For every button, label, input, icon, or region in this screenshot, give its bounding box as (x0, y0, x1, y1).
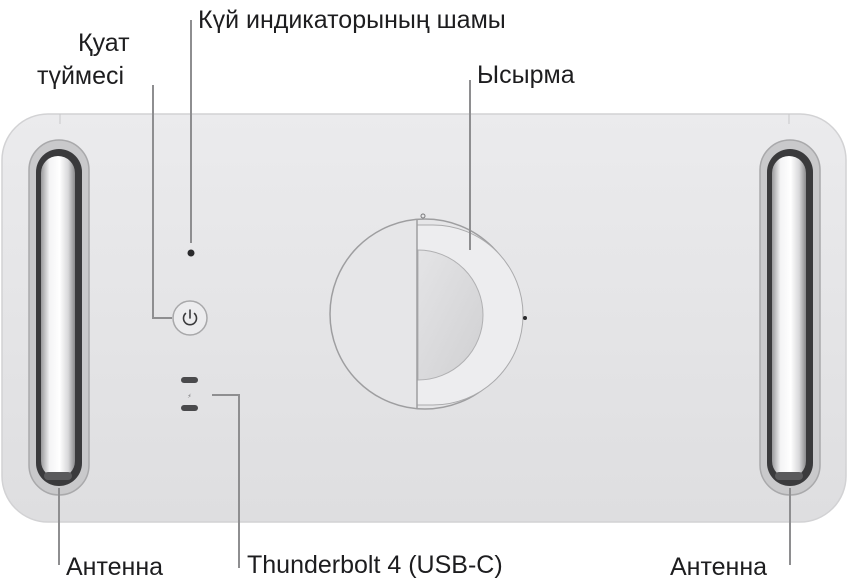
power-button-label-line2: түймесі (37, 62, 125, 90)
antenna-left-label: Антенна (66, 553, 164, 581)
thunderbolt-icon: ⚡ (187, 393, 191, 400)
thunderbolt-ports: ⚡ (181, 377, 198, 411)
callout-lines (58, 20, 791, 568)
callout-line-power (152, 85, 172, 319)
thunderbolt-port-1 (181, 377, 198, 383)
power-button (172, 300, 208, 336)
latch-knob (417, 249, 484, 381)
left-handle (28, 139, 90, 496)
power-button-label-line1: Қуат (78, 29, 130, 57)
status-light (187, 249, 195, 257)
latch-lock-mark (523, 316, 527, 320)
latch-label: Ысырма (477, 61, 575, 89)
latch-unlock-mark (420, 213, 426, 219)
thunderbolt-port-2 (181, 405, 198, 411)
antenna-right-label: Антенна (670, 553, 768, 581)
latch (329, 213, 527, 410)
callout-line-thunderbolt (212, 394, 240, 568)
thunderbolt-label: Thunderbolt 4 (USB-C) (247, 551, 503, 579)
power-icon (182, 309, 198, 326)
right-handle (759, 139, 821, 496)
status-light-label: Күй индикаторының шамы (198, 6, 506, 34)
